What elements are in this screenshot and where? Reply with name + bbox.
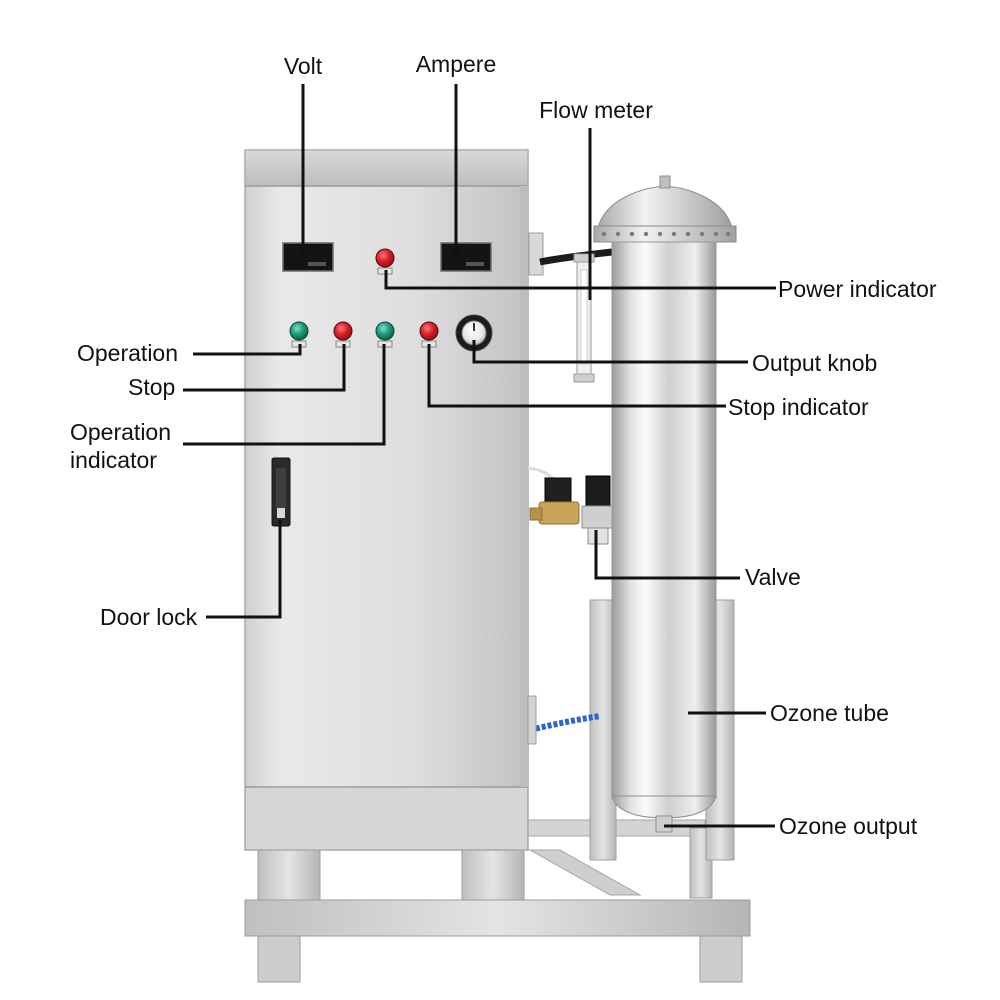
tube-bottom-cap: [611, 795, 717, 819]
control-cabinet: [244, 149, 529, 851]
tube-support-left: [589, 599, 617, 861]
label-flow-meter: Flow meter: [539, 97, 653, 123]
leader-lines: [183, 84, 776, 828]
operation-indicator-light: [375, 321, 395, 341]
leader-output-knob: [472, 340, 748, 364]
foot-left: [257, 935, 301, 983]
leader-power-indicator: [384, 270, 776, 290]
label-ozone-tube: Ozone tube: [770, 700, 889, 726]
label-ampere: Ampere: [416, 51, 497, 77]
cabinet-lower-panel: [246, 788, 527, 849]
ampere-display: [440, 242, 492, 272]
power-indicator-light: [375, 248, 395, 268]
solenoid-valve: [544, 477, 572, 503]
label-power-indicator: Power indicator: [778, 276, 937, 302]
stop-button[interactable]: [333, 321, 353, 341]
label-stop: Stop: [128, 374, 175, 400]
base-frame: [244, 599, 751, 983]
label-stop-indicator: Stop indicator: [728, 394, 869, 420]
leader-stop: [183, 344, 346, 392]
label-output-knob: Output knob: [752, 350, 877, 376]
leader-operation-indicator: [183, 344, 386, 446]
cabinet-top-lid: [244, 149, 529, 187]
label-valve: Valve: [745, 564, 801, 590]
label-operation-indicator-line1: Operation: [70, 419, 171, 445]
label-door-lock: Door lock: [100, 604, 198, 630]
leader-operation: [193, 344, 302, 356]
label-operation: Operation: [77, 340, 178, 366]
leader-stop-indicator: [427, 344, 726, 408]
callout-labels: Volt Ampere Flow meter Power indicator O…: [70, 51, 937, 839]
cabinet-leg-right: [461, 844, 525, 906]
volt-display: [282, 242, 334, 272]
leader-door-lock: [206, 520, 282, 619]
cabinet-leg-left: [257, 844, 321, 906]
leader-valve: [594, 530, 740, 580]
tube-dome: [597, 185, 733, 229]
tube-body: [611, 241, 717, 799]
label-volt: Volt: [284, 53, 323, 79]
foot-right: [699, 935, 743, 983]
regulator-valve: [585, 475, 611, 507]
ozone-output-fitting: [655, 815, 673, 833]
ozone-tube-assembly: [593, 175, 737, 833]
frame-rail-diagonal: [528, 849, 642, 896]
label-ozone-output: Ozone output: [779, 813, 918, 839]
operation-button[interactable]: [289, 321, 309, 341]
base-beam: [244, 899, 751, 937]
stop-indicator-light: [419, 321, 439, 341]
lower-hose: [529, 713, 601, 733]
label-operation-indicator-line2: indicator: [70, 447, 157, 473]
flow-meter-bracket: [528, 232, 544, 276]
upper-hose: [539, 248, 613, 266]
